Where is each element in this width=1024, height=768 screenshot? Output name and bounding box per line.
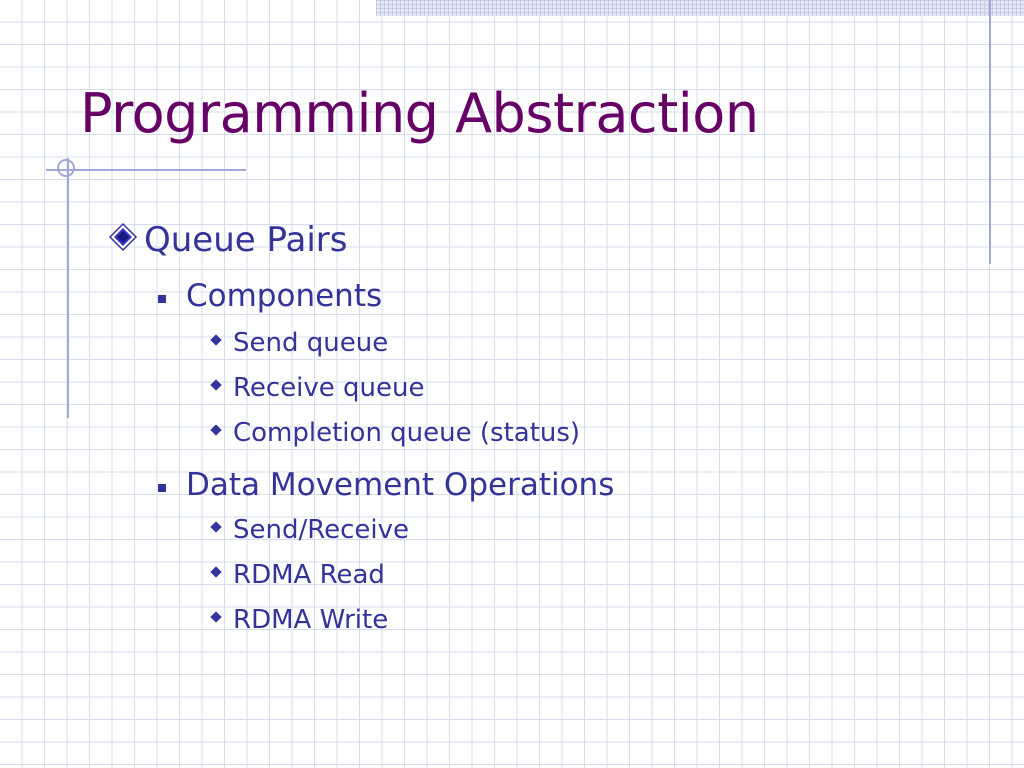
sub-bullet-components: Components <box>158 278 382 315</box>
list-item-label: RDMA Write <box>233 605 389 635</box>
left-decorative-rule <box>67 158 69 418</box>
bullet-queue-pairs: Queue Pairs <box>108 220 347 261</box>
bullet-label: Queue Pairs <box>144 220 348 260</box>
square-bullet-icon <box>158 294 166 303</box>
small-diamond-bullet-icon <box>210 423 222 436</box>
top-decorative-band <box>376 0 1024 16</box>
square-bullet-icon <box>158 483 166 492</box>
small-diamond-bullet-icon <box>210 520 222 533</box>
list-item: Send queue <box>210 328 388 359</box>
title-underline-rule <box>46 169 246 171</box>
diamond-bullet-icon <box>108 222 138 252</box>
small-diamond-bullet-icon <box>210 565 222 578</box>
list-item-label: Send queue <box>233 328 389 358</box>
list-item: RDMA Read <box>210 560 385 591</box>
list-item: Send/Receive <box>210 515 409 546</box>
list-item-label: Send/Receive <box>233 515 410 545</box>
slide-title: Programming Abstraction <box>80 82 759 145</box>
right-decorative-rule <box>989 0 991 264</box>
list-item-label: Receive queue <box>233 373 425 403</box>
small-diamond-bullet-icon <box>210 610 222 623</box>
list-item-label: Completion queue (status) <box>233 418 581 448</box>
list-item: Completion queue (status) <box>210 418 580 449</box>
list-item: RDMA Write <box>210 605 388 636</box>
list-item-label: RDMA Read <box>233 560 385 590</box>
sub-bullet-data-movement: Data Movement Operations <box>158 467 614 504</box>
small-diamond-bullet-icon <box>210 333 222 346</box>
list-item: Receive queue <box>210 373 425 404</box>
sub-bullet-label: Components <box>186 278 383 314</box>
sub-bullet-label: Data Movement Operations <box>186 467 615 503</box>
small-diamond-bullet-icon <box>210 378 222 391</box>
ring-ornament-icon <box>57 159 75 177</box>
